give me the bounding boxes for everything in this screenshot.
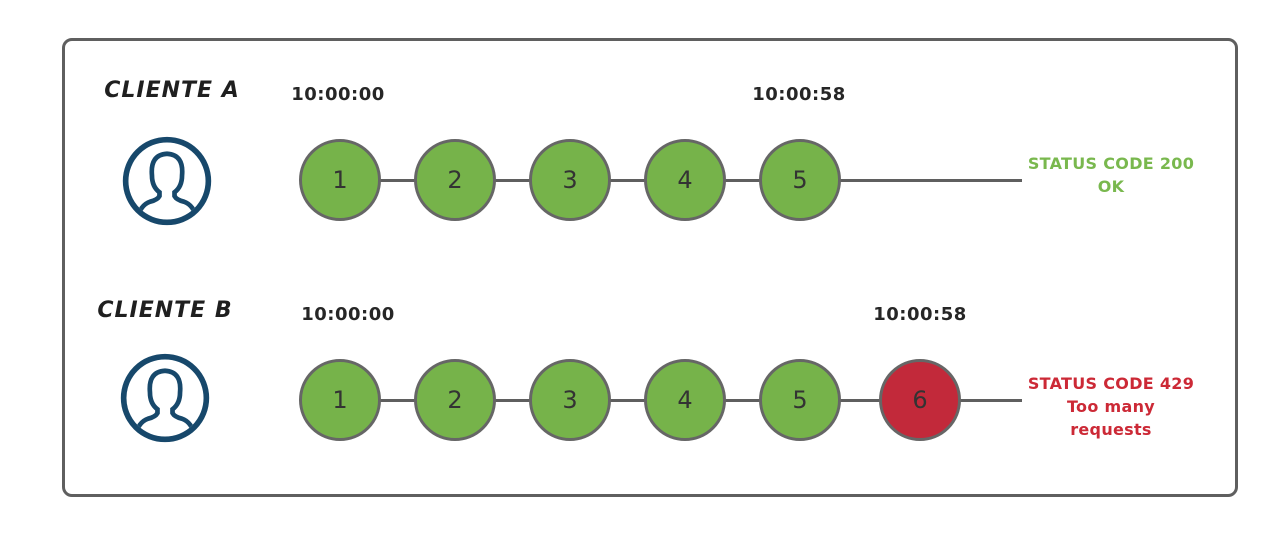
request-number: 5 bbox=[792, 386, 808, 414]
client-a-request-circle-5: 5 bbox=[759, 139, 841, 221]
client-a-start-timestamp: 10:00:00 bbox=[291, 84, 385, 105]
request-number: 1 bbox=[332, 166, 348, 194]
client-a-status-code-text: STATUS CODE 200 bbox=[1027, 154, 1195, 173]
request-number: 2 bbox=[447, 166, 463, 194]
client-b-status-code-text: STATUS CODE 429 bbox=[1027, 374, 1195, 393]
client-a-request-circle-1: 1 bbox=[299, 139, 381, 221]
client-a-request-circle-4: 4 bbox=[644, 139, 726, 221]
client-b-start-timestamp: 10:00:00 bbox=[301, 304, 395, 325]
client-b-request-circle-6-blocked: 6 bbox=[879, 359, 961, 441]
client-a-request-circle-2: 2 bbox=[414, 139, 496, 221]
request-number: 2 bbox=[447, 386, 463, 414]
client-b-request-circle-1: 1 bbox=[299, 359, 381, 441]
request-number: 3 bbox=[562, 386, 578, 414]
request-number: 4 bbox=[677, 166, 693, 194]
request-number: 3 bbox=[562, 166, 578, 194]
client-b-label: CLIENTE B bbox=[97, 298, 233, 323]
client-b-status: STATUS CODE 429 Too many requests bbox=[1026, 372, 1196, 441]
client-b-request-circle-4: 4 bbox=[644, 359, 726, 441]
client-b-request-circle-5: 5 bbox=[759, 359, 841, 441]
request-number: 4 bbox=[677, 386, 693, 414]
client-b-request-circle-3: 3 bbox=[529, 359, 611, 441]
client-a-label: CLIENTE A bbox=[104, 78, 240, 103]
client-b-request-circle-2: 2 bbox=[414, 359, 496, 441]
request-number: 6 bbox=[912, 386, 928, 414]
client-a-status-message-text: OK bbox=[1097, 177, 1125, 196]
client-b-status-message-text: Too many requests bbox=[1066, 397, 1156, 439]
client-b-end-timestamp: 10:00:58 bbox=[873, 304, 967, 325]
client-b-user-avatar-icon bbox=[118, 351, 212, 445]
client-a-request-circle-3: 3 bbox=[529, 139, 611, 221]
request-number: 1 bbox=[332, 386, 348, 414]
client-a-user-avatar-icon bbox=[120, 134, 214, 228]
client-a-end-timestamp: 10:00:58 bbox=[752, 84, 846, 105]
request-number: 5 bbox=[792, 166, 808, 194]
client-a-status: STATUS CODE 200 OK bbox=[1026, 152, 1196, 198]
